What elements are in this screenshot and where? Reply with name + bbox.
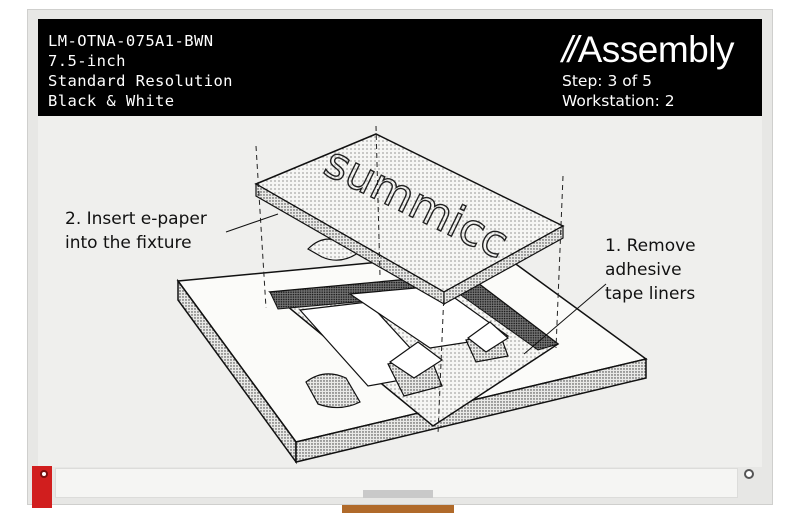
insert-callout: 2. Insert e-paper into the fixture — [65, 207, 207, 255]
assembly-panel: //Assembly Step: 3 of 5 Workstation: 2 — [562, 29, 752, 111]
color-mode-label: Black & White — [48, 92, 175, 110]
remove-callout-line-3: tape liners — [605, 284, 696, 304]
remove-callout: 1. Remove adhesive tape liners — [605, 234, 696, 306]
header-bar: LM-OTNA-075A1-BWN 7.5-inch Standard Reso… — [38, 19, 762, 116]
assembly-diagram: summicc — [176, 125, 648, 465]
flex-cable — [342, 505, 454, 513]
model-number: LM-OTNA-075A1-BWN — [48, 32, 214, 50]
mounting-hole-icon — [744, 469, 754, 479]
step-indicator: Step: 3 of 5 — [562, 72, 652, 90]
product-info: LM-OTNA-075A1-BWN 7.5-inch Standard Reso… — [48, 31, 233, 111]
assembly-title-text: Assembly — [577, 29, 735, 70]
resolution-label: Standard Resolution — [48, 72, 233, 90]
workstation-label: Workstation: 2 — [562, 92, 675, 110]
fpc-connector — [363, 490, 433, 498]
slash-logo-icon: // — [562, 29, 578, 70]
alignment-guides — [255, 125, 564, 435]
display-size: 7.5-inch — [48, 52, 126, 70]
remove-callout-line-2: adhesive — [605, 260, 682, 280]
connector-hole-icon — [40, 470, 48, 478]
remove-callout-line-1: 1. Remove — [605, 236, 696, 256]
remove-leader-line — [523, 283, 607, 355]
insert-leader-line — [225, 213, 279, 233]
epaper-module: summicc — [254, 133, 565, 306]
assembly-title: //Assembly — [562, 29, 752, 71]
insert-callout-line-1: 2. Insert e-paper — [65, 209, 207, 229]
display-screen: LM-OTNA-075A1-BWN 7.5-inch Standard Reso… — [38, 19, 762, 467]
insert-callout-line-2: into the fixture — [65, 233, 192, 253]
